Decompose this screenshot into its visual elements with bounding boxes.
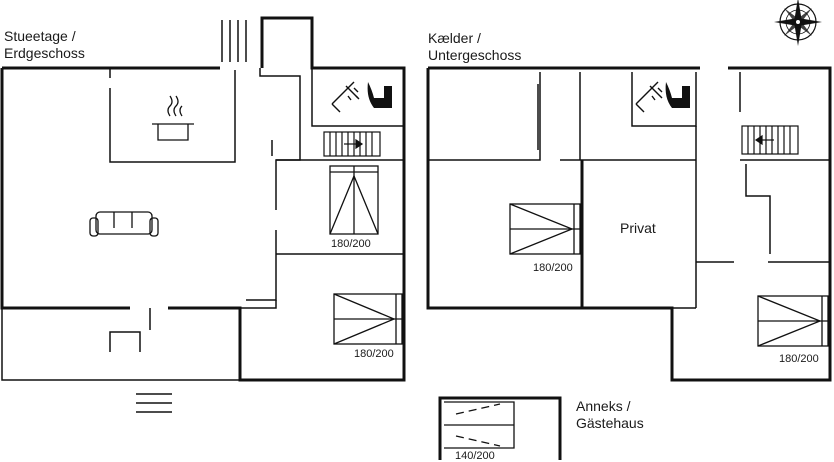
basement-floor-label-line2: Untergeschoss	[428, 47, 522, 63]
annex-label-line1: Anneks /	[576, 398, 631, 414]
basement-bed-1-size: 180/200	[533, 262, 573, 274]
annex-label-line2: Gästehaus	[576, 415, 644, 431]
toilet-icon	[367, 82, 392, 108]
double-bed-icon	[444, 401, 515, 449]
stairs-icon	[323, 131, 381, 157]
basement-bed-2-size: 180/200	[779, 353, 819, 365]
shower-icon	[331, 81, 360, 113]
compass-icon	[774, 0, 822, 46]
annex-floor-plan	[438, 396, 562, 460]
toilet-icon	[665, 82, 690, 108]
annex-bed-size: 140/200	[455, 450, 495, 462]
ground-floor-label-line1: Stueetage /	[4, 28, 76, 44]
basement-floor-plan	[426, 66, 832, 382]
double-bed-icon	[757, 295, 829, 347]
ground-floor-label-line2: Erdgeschoss	[4, 45, 85, 61]
basement-floor-label-line1: Kælder /	[428, 30, 481, 46]
ground-bed-2-size: 180/200	[354, 348, 394, 360]
ground-floor-label: Stueetage / Erdgeschoss	[4, 28, 85, 62]
annex-label: Anneks / Gästehaus	[576, 398, 644, 432]
ground-bed-1-size: 180/200	[331, 238, 371, 250]
ground-floor-plan	[0, 16, 406, 413]
stairs-icon	[741, 125, 799, 155]
stove-pot-icon	[152, 95, 194, 141]
double-bed-icon	[509, 203, 581, 255]
basement-floor-label: Kælder / Untergeschoss	[428, 30, 521, 64]
sofa-icon	[89, 211, 159, 237]
double-bed-icon	[329, 165, 379, 235]
private-room-label: Privat	[620, 220, 656, 236]
shower-icon	[635, 81, 663, 113]
double-bed-icon	[333, 293, 403, 345]
